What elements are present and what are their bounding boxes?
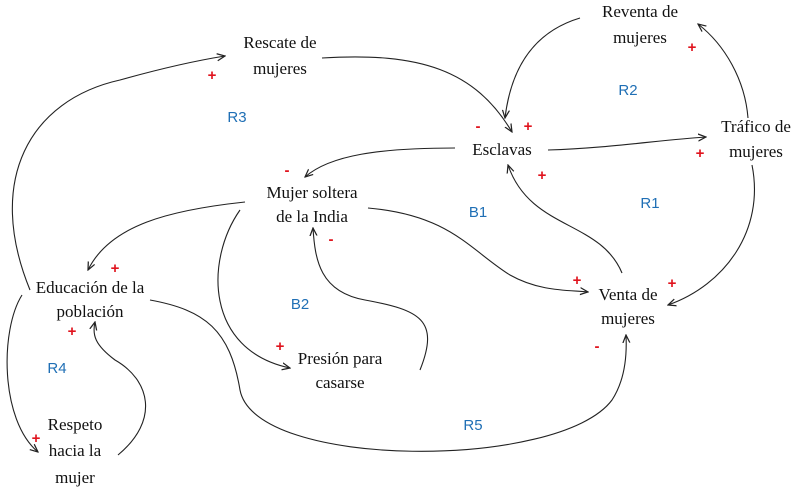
node-label-line: Tráfico de (721, 117, 791, 136)
node-reventa-mujeres: Reventa de mujeres (602, 2, 678, 47)
sign-venta-from-educacion: - (595, 338, 600, 355)
node-label-line: hacia la (49, 441, 102, 460)
arc-educacion-to-venta (149, 299, 626, 452)
sign-rescate-in: + (208, 67, 217, 84)
loop-label-r4: R4 (47, 360, 66, 377)
node-label-line: Rescate de (243, 33, 316, 52)
loop-label-r2: R2 (618, 82, 637, 99)
arc-rescate-to-esclavas (321, 56, 512, 132)
node-venta-mujeres: Venta de mujeres (598, 285, 657, 328)
sign-venta-from-trafico: + (668, 275, 677, 292)
node-rescate-mujeres: Rescate de mujeres (243, 33, 316, 78)
sign-soltera-from-presion: - (329, 231, 334, 248)
loop-label-r1: R1 (640, 195, 659, 212)
loop-label-b1: B1 (469, 204, 487, 221)
arc-soltera-to-venta (367, 207, 588, 292)
node-label-line: de la India (276, 207, 348, 226)
node-label-line: Educación de la (36, 278, 145, 297)
sign-esclavas-from-rescate: - (476, 118, 481, 135)
sign-educacion-from-soltera: + (111, 260, 120, 277)
arc-respeto-to-educacion (94, 322, 146, 456)
node-label-line: Mujer soltera (266, 183, 358, 202)
node-label-line: mujeres (601, 309, 655, 328)
node-presion-casarse: Presión para casarse (298, 349, 383, 392)
arc-esclavas-to-trafico (547, 137, 706, 151)
arc-esclavas-to-soltera (305, 147, 456, 177)
node-label-line: Reventa de (602, 2, 678, 21)
node-label-line: población (56, 302, 124, 321)
sign-esclavas-from-reventa: + (524, 118, 533, 135)
sign-presion-in: + (276, 338, 285, 355)
node-label-line: mujeres (613, 28, 667, 47)
sign-venta-from-soltera: + (573, 272, 582, 289)
node-esclavas: Esclavas (472, 140, 531, 159)
node-label-line: mujer (55, 468, 95, 487)
node-label-line: Presión para (298, 349, 383, 368)
node-mujer-soltera-india: Mujer soltera de la India (266, 183, 358, 226)
arc-trafico-to-venta (668, 164, 755, 305)
node-label-line: Venta de (598, 285, 657, 304)
arc-trafico-to-reventa (698, 24, 749, 119)
arc-venta-to-esclavas (508, 165, 623, 274)
loop-label-r5: R5 (463, 417, 482, 434)
arc-soltera-to-educacion (88, 201, 246, 270)
sign-esclavas-from-venta: + (538, 167, 547, 184)
node-label-line: casarse (315, 373, 364, 392)
arc-educacion-to-respeto (6, 294, 38, 452)
node-label-line: Esclavas (472, 140, 531, 159)
arc-reventa-to-esclavas (505, 17, 581, 118)
loop-label-r3: R3 (227, 109, 246, 126)
arc-soltera-to-presion (217, 209, 290, 368)
sign-reventa-in: + (688, 39, 697, 56)
sign-soltera-from-esclavas: - (285, 162, 290, 179)
arc-presion-to-soltera (313, 228, 429, 371)
node-trafico-mujeres: Tráfico de mujeres (721, 117, 791, 161)
arc-educacion-to-rescate (11, 56, 225, 291)
node-label-line: mujeres (729, 142, 783, 161)
loop-label-b2: B2 (291, 296, 309, 313)
node-label-line: mujeres (253, 59, 307, 78)
sign-trafico-in: + (696, 145, 705, 162)
sign-educacion-from-respeto: + (68, 323, 77, 340)
node-respeto-mujer: Respeto hacia la mujer (48, 415, 103, 487)
sign-respeto-in: + (32, 430, 41, 447)
node-educacion-poblacion: Educación de la población (36, 278, 145, 321)
node-label-line: Respeto (48, 415, 103, 434)
